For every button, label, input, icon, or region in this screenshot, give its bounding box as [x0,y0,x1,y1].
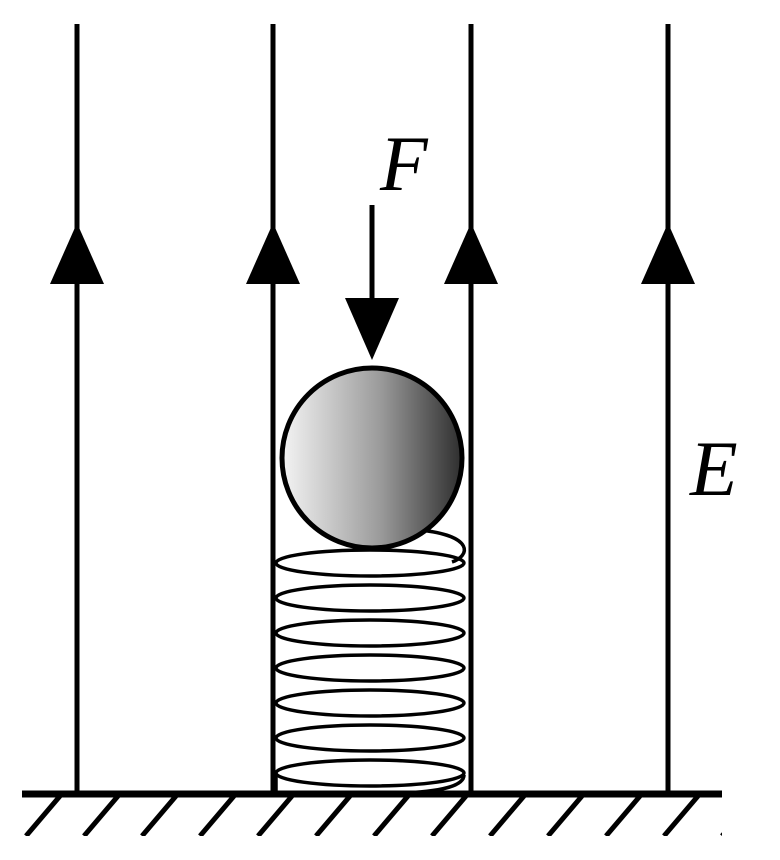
field-arrow-up-icon [444,223,498,284]
field-arrowheads [50,223,695,284]
arrow-down-icon [345,298,399,360]
force-arrow [345,205,399,360]
field-arrow-up-icon [50,223,104,284]
ball [279,365,465,551]
spring [274,528,467,795]
field-arrow-up-icon [246,223,300,284]
ground [22,790,722,836]
force-label: F [379,120,429,207]
field-label: E [689,425,738,512]
electric-field-lines [74,24,671,792]
field-arrow-up-icon [641,223,695,284]
